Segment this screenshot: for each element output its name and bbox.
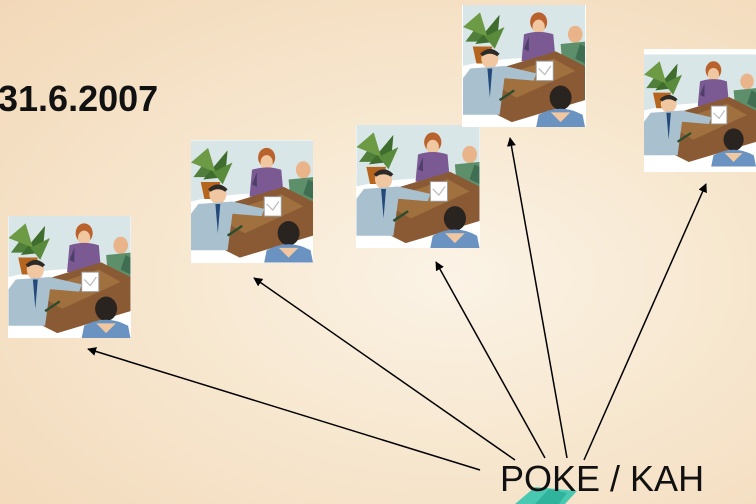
arrow-to-image-1 <box>87 347 481 471</box>
arrow-to-image-2 <box>253 277 516 461</box>
arrow-to-image-3 <box>435 261 546 459</box>
business-meeting-icon <box>191 140 313 263</box>
decorative-swoosh <box>505 487 585 504</box>
meeting-image-5 <box>644 49 756 172</box>
meeting-image-4 <box>462 5 586 127</box>
business-meeting-icon <box>644 49 756 172</box>
business-meeting-icon <box>356 125 480 248</box>
date-label: 31.6.2007 <box>0 78 159 119</box>
footer-label: POKE / KAH <box>500 458 705 499</box>
arrow-to-image-5 <box>583 183 707 461</box>
business-meeting-icon <box>462 5 586 127</box>
meeting-image-2 <box>191 140 313 263</box>
meeting-image-3 <box>356 125 480 248</box>
arrow-to-image-4 <box>506 137 568 459</box>
business-meeting-icon <box>8 216 131 338</box>
meeting-image-1 <box>8 216 131 338</box>
